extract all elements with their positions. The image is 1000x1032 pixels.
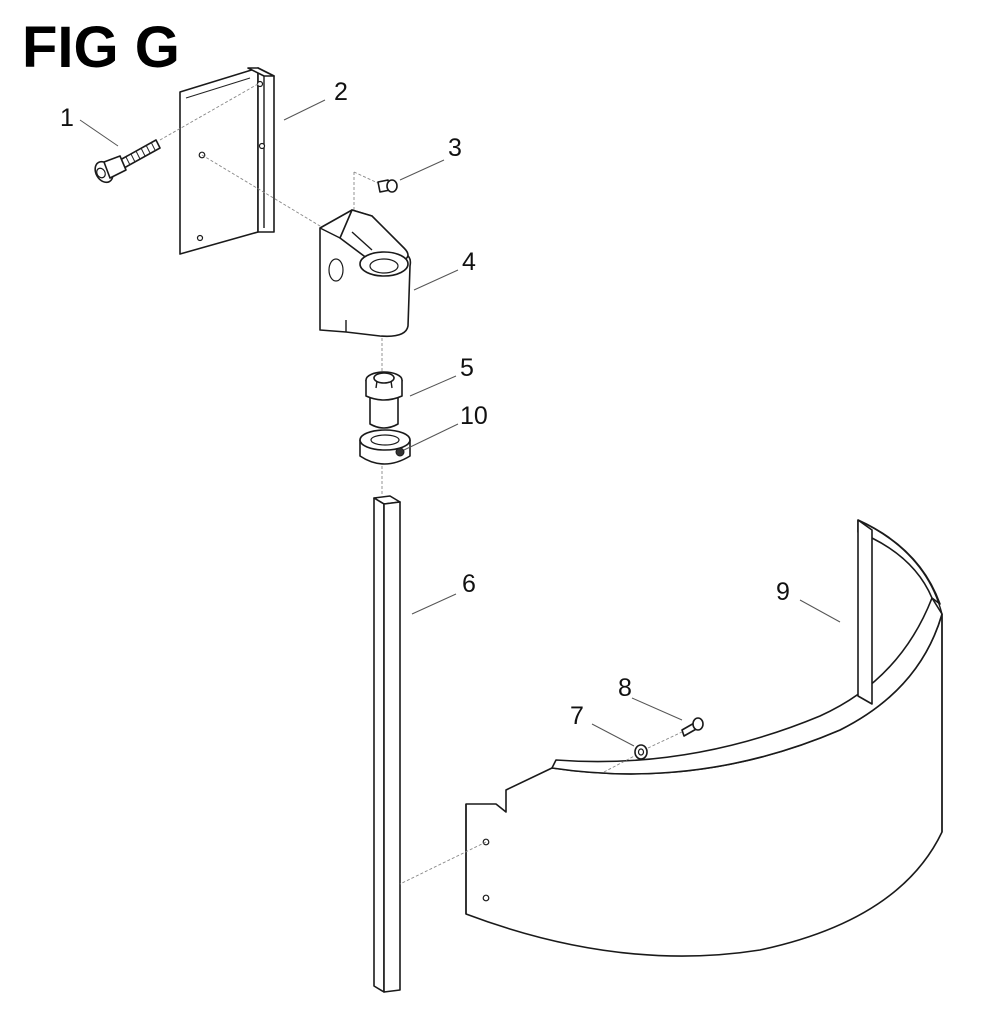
callout-8: 8 [618,674,632,702]
callout-1: 1 [60,104,74,132]
part-6-square-bar [373,495,401,993]
part-3-set-screw [353,171,398,232]
callout-9: 9 [776,578,790,606]
callout-4: 4 [462,248,476,276]
callout-5: 5 [460,354,474,382]
part-10-collar [359,429,411,465]
callout-10: 10 [460,402,488,430]
part-1-screw [94,139,161,184]
callout-7: 7 [570,702,584,730]
callout-2: 2 [334,78,348,106]
part-2-bracket [179,67,275,255]
callout-labels: 1 2 3 4 5 10 6 9 8 7 [60,78,790,730]
callout-6: 6 [462,570,476,598]
part-7-washer [634,744,648,760]
callout-3: 3 [448,134,462,162]
part-4-mounting-block [319,209,412,338]
part-9-curved-guard [465,519,943,957]
part-5-pivot-shaft [365,371,403,429]
part-8-small-screw [647,717,704,749]
figure-title: FIG G [22,15,180,80]
leader-lines [79,99,841,747]
